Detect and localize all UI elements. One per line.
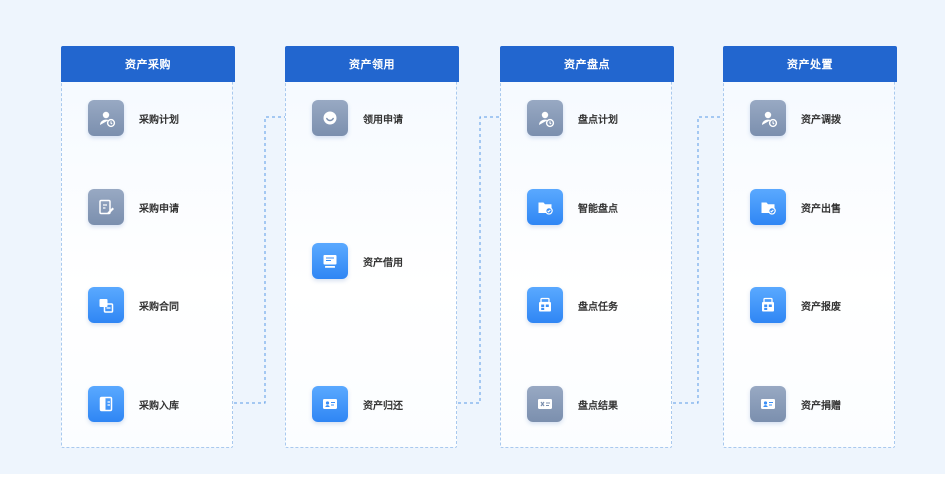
column-header: 资产领用 bbox=[285, 46, 459, 82]
grid-box-icon bbox=[750, 287, 786, 323]
flow-step-label: 盘点任务 bbox=[578, 301, 618, 313]
result-card-icon bbox=[527, 386, 563, 422]
flow-step[interactable]: 盘点任务 bbox=[527, 287, 618, 323]
user-clock-icon bbox=[527, 100, 563, 136]
flow-step[interactable]: 采购入库 bbox=[88, 386, 179, 422]
column-3: 资产盘点盘点计划智能盘点盘点任务盘点结果 bbox=[500, 46, 674, 448]
flow-step-label: 采购计划 bbox=[139, 114, 179, 126]
flow-step[interactable]: 资产归还 bbox=[312, 386, 403, 422]
flow-step[interactable]: 采购计划 bbox=[88, 100, 179, 136]
id-card-icon bbox=[750, 386, 786, 422]
id-card-icon bbox=[312, 386, 348, 422]
column-header: 资产采购 bbox=[61, 46, 235, 82]
flow-step[interactable]: 采购申请 bbox=[88, 189, 179, 225]
flow-step-label: 采购入库 bbox=[139, 400, 179, 412]
grid-box-icon bbox=[527, 287, 563, 323]
bottom-band bbox=[0, 474, 945, 480]
flow-step-label: 智能盘点 bbox=[578, 203, 618, 215]
flow-step[interactable]: 资产出售 bbox=[750, 189, 841, 225]
flow-step[interactable]: 资产借用 bbox=[312, 243, 403, 279]
edit-document-icon bbox=[88, 189, 124, 225]
flow-step-label: 资产捐赠 bbox=[801, 400, 841, 412]
column-2: 资产领用领用申请资产借用资产归还 bbox=[285, 46, 459, 448]
warehouse-icon bbox=[88, 386, 124, 422]
column-header: 资产处置 bbox=[723, 46, 897, 82]
flow-step[interactable]: 资产调拨 bbox=[750, 100, 841, 136]
flow-step-label: 资产归还 bbox=[363, 400, 403, 412]
flow-step-label: 资产报废 bbox=[801, 301, 841, 313]
flow-step[interactable]: 盘点计划 bbox=[527, 100, 618, 136]
folder-check-icon bbox=[527, 189, 563, 225]
flow-step-label: 资产借用 bbox=[363, 257, 403, 269]
flow-step-label: 盘点计划 bbox=[578, 114, 618, 126]
flow-step[interactable]: 领用申请 bbox=[312, 100, 403, 136]
user-clock-icon bbox=[88, 100, 124, 136]
contract-icon bbox=[88, 287, 124, 323]
flow-step-label: 采购合同 bbox=[139, 301, 179, 313]
column-4: 资产处置资产调拨资产出售资产报废资产捐赠 bbox=[723, 46, 897, 448]
flow-step[interactable]: 资产报废 bbox=[750, 287, 841, 323]
column-1: 资产采购采购计划采购申请采购合同采购入库 bbox=[61, 46, 235, 448]
flow-step-label: 领用申请 bbox=[363, 114, 403, 126]
flow-step[interactable]: 采购合同 bbox=[88, 287, 179, 323]
flow-step-label: 资产出售 bbox=[801, 203, 841, 215]
flow-step-label: 资产调拨 bbox=[801, 114, 841, 126]
column-header: 资产盘点 bbox=[500, 46, 674, 82]
user-clock-icon bbox=[750, 100, 786, 136]
folder-check-icon bbox=[750, 189, 786, 225]
flow-step-label: 采购申请 bbox=[139, 203, 179, 215]
flow-step-label: 盘点结果 bbox=[578, 400, 618, 412]
flow-step[interactable]: 智能盘点 bbox=[527, 189, 618, 225]
chat-bubble-icon bbox=[312, 100, 348, 136]
monitor-icon bbox=[312, 243, 348, 279]
flow-step[interactable]: 资产捐赠 bbox=[750, 386, 841, 422]
flow-step[interactable]: 盘点结果 bbox=[527, 386, 618, 422]
